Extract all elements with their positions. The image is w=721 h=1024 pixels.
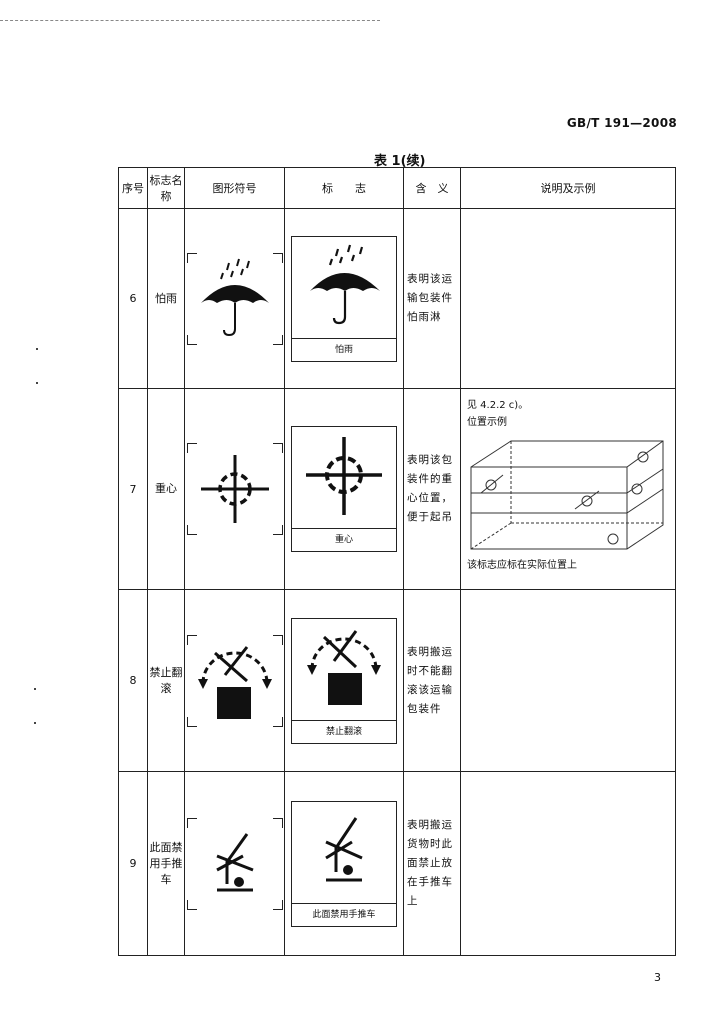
- center-of-gravity-icon: [306, 437, 382, 515]
- standard-code: GB/T 191—2008: [566, 116, 677, 130]
- row-meaning: 表明搬运时不能翻滚该运输包装件: [403, 589, 461, 772]
- row-meaning: 表明搬运货物时此面禁止放在手推车上: [403, 771, 461, 956]
- row-number: 7: [118, 388, 148, 590]
- umbrella-rain-icon: [310, 244, 380, 324]
- col-header-meaning: 含 义: [403, 167, 461, 209]
- mark-caption: 此面禁用手推车: [292, 902, 396, 926]
- scan-speck: [34, 722, 36, 724]
- table-caption: 表 1(续): [374, 154, 426, 169]
- col-header-notes: 说明及示例: [460, 167, 676, 209]
- row-name: 此面禁用手推车: [147, 771, 185, 956]
- row-notes: [460, 771, 676, 956]
- no-hand-truck-icon: [325, 816, 363, 881]
- note-example-title: 位置示例: [467, 417, 507, 428]
- col-header-symbol: 图形符号: [184, 167, 285, 209]
- table-row: 6 怕雨 怕雨 表明该运输包装件怕雨淋: [118, 208, 676, 389]
- center-of-gravity-icon: [200, 455, 269, 523]
- row-name: 怕雨: [147, 208, 185, 389]
- table-row: 9 此面禁用手推车: [118, 771, 676, 956]
- mark-box: 禁止翻滚: [291, 617, 397, 744]
- table-row: 7 重心 重心 表明该包装件的重心位置，便于起吊: [118, 388, 676, 590]
- mark-box: 怕雨: [291, 235, 397, 362]
- mark-box: 重心: [291, 426, 397, 552]
- marks-table: 序号 标志名称 图形符号 标 志 含 义 说明及示例 6 怕雨: [118, 167, 676, 956]
- row-name: 重心: [147, 388, 185, 590]
- mark-cell: 重心: [284, 388, 404, 590]
- row-number: 9: [118, 771, 148, 956]
- symbol-cell: [184, 388, 285, 590]
- mark-caption: 禁止翻滚: [292, 719, 396, 743]
- row-notes: 见 4.2.2 c)。 位置示例: [460, 388, 676, 590]
- no-rolling-icon: [197, 645, 272, 719]
- row-name: 禁止翻滚: [147, 589, 185, 772]
- table-header-row: 序号 标志名称 图形符号 标 志 含 义 说明及示例: [118, 167, 676, 209]
- no-rolling-icon: [307, 629, 381, 705]
- symbol-cell: [184, 589, 285, 772]
- col-header-no: 序号: [118, 167, 148, 209]
- row-meaning: 表明该包装件的重心位置，便于起吊: [403, 388, 461, 590]
- symbol-frame: [186, 634, 283, 727]
- symbol-cell: [184, 771, 285, 956]
- mark-caption: 重心: [292, 528, 396, 551]
- package-diagram: [470, 440, 664, 550]
- scan-speck: [36, 382, 38, 384]
- symbol-frame: [186, 817, 283, 910]
- col-header-mark: 标 志: [284, 167, 404, 209]
- row-notes: [460, 208, 676, 389]
- row-number: 8: [118, 589, 148, 772]
- row-notes: [460, 589, 676, 772]
- note-reference: 见 4.2.2 c)。: [467, 400, 529, 411]
- row-meaning: 表明该运输包装件怕雨淋: [403, 208, 461, 389]
- page-number: 3: [654, 971, 661, 984]
- table-row: 8 禁止翻滚: [118, 589, 676, 772]
- umbrella-rain-icon: [200, 258, 269, 336]
- symbol-cell: [184, 208, 285, 389]
- note-footer: 该标志应标在实际位置上: [467, 560, 577, 571]
- mark-box: 此面禁用手推车: [291, 800, 397, 927]
- scan-speck: [34, 688, 36, 690]
- scan-speck: [36, 348, 38, 350]
- no-hand-truck-icon: [215, 832, 254, 891]
- mark-cell: 怕雨: [284, 208, 404, 389]
- mark-cell: 禁止翻滚: [284, 589, 404, 772]
- symbol-frame: [186, 252, 283, 345]
- col-header-name: 标志名称: [147, 167, 185, 209]
- mark-cell: 此面禁用手推车: [284, 771, 404, 956]
- symbol-frame: [186, 443, 283, 535]
- row-number: 6: [118, 208, 148, 389]
- header-rule: [0, 20, 380, 21]
- mark-caption: 怕雨: [292, 337, 396, 361]
